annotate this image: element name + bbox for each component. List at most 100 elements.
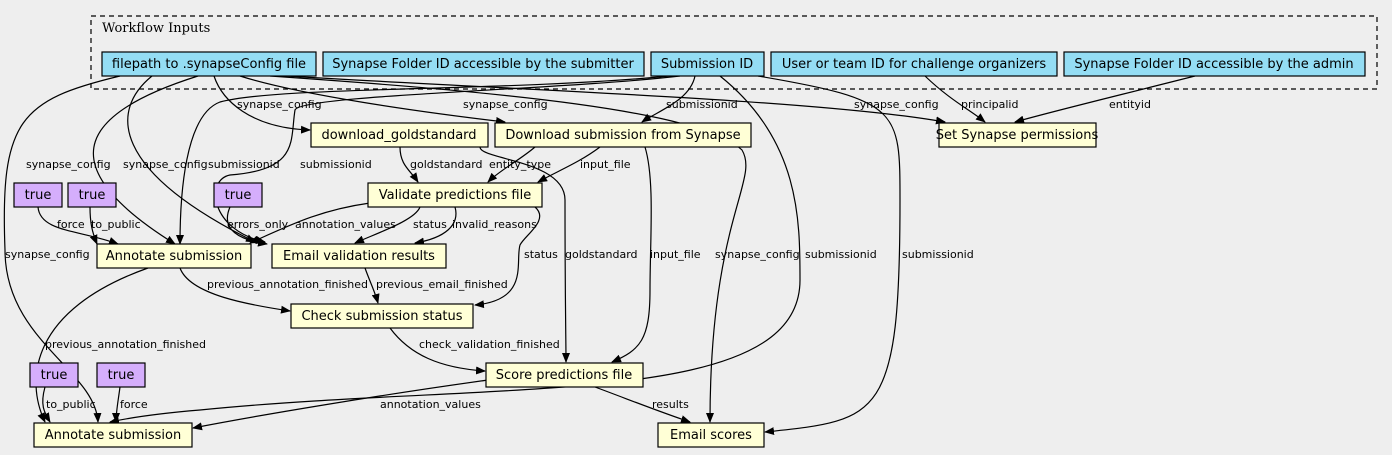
edge-subid-annotate-main [109, 75, 801, 425]
input-admin-folder-id[interactable]: Synapse Folder ID accessible by the admi… [1063, 51, 1366, 77]
step-set-permissions[interactable]: Set Synapse permissions [936, 122, 1099, 148]
edge-label: synapse_config [463, 98, 548, 111]
svg-text:Email scores: Email scores [670, 428, 752, 443]
default-to-public-1[interactable]: true [67, 182, 117, 208]
input-submitter-folder-id[interactable]: Synapse Folder ID accessible by the subm… [322, 51, 645, 77]
edge-topublic-annotate-main [41, 386, 51, 423]
svg-text:true: true [41, 368, 68, 383]
edge-goldstandard-validate [399, 146, 419, 183]
svg-text:Download submission from Synap: Download submission from Synapse [505, 128, 740, 143]
edge-download-score [611, 146, 652, 363]
svg-text:true: true [25, 188, 52, 203]
edge-label: principalid [961, 98, 1018, 111]
step-annotate-validation[interactable]: Annotate submission [96, 243, 252, 269]
edge-label: submissionid [208, 158, 280, 171]
edge-annotate-validation-check [179, 267, 291, 314]
svg-text:true: true [79, 188, 106, 203]
edge-label: errors_only [227, 218, 289, 231]
edge-label: to_public [91, 218, 141, 231]
input-organizers-id[interactable]: User or team ID for challenge organizers [770, 51, 1058, 77]
edge-score-annotate-main [192, 379, 489, 431]
svg-text:Set Synapse permissions: Set Synapse permissions [936, 128, 1099, 143]
edge-validate-annotate-validation [249, 202, 371, 244]
step-email-scores[interactable]: Email scores [657, 422, 765, 448]
svg-text:Email validation results: Email validation results [283, 249, 435, 264]
edge-label: synapse_config [123, 158, 208, 171]
edge-label: input_file [580, 158, 631, 171]
workflow-inputs-cluster: Workflow Inputs [90, 15, 1378, 90]
edge-label: force [120, 398, 148, 411]
edge-validate-email-reasons [414, 206, 457, 246]
default-to-public-2[interactable]: true [29, 362, 79, 388]
edge-topublic-annotate-validation [89, 206, 98, 245]
edge-label: input_file [650, 248, 701, 261]
edge-label: invalid_reasons [452, 218, 537, 231]
svg-text:Submission ID: Submission ID [661, 57, 753, 72]
edge-labels: synapse_config synapse_config submission… [5, 98, 1151, 411]
svg-text:Score predictions file: Score predictions file [496, 368, 632, 383]
edge-subid-email-scores [757, 75, 901, 436]
edge-goldstandard-score [479, 146, 570, 363]
edge-validate-email-status [354, 206, 421, 244]
edge-admin-permissions [1014, 75, 1196, 124]
edges [3, 75, 1196, 436]
svg-text:Annotate submission: Annotate submission [106, 249, 243, 264]
svg-text:Validate predictions file: Validate predictions file [379, 188, 531, 203]
edge-label: entityid [1109, 98, 1151, 111]
svg-text:Synapse Folder ID accessible b: Synapse Folder ID accessible by the subm… [332, 57, 634, 72]
default-errors-only[interactable]: true [213, 182, 263, 208]
edge-label: annotation_values [380, 398, 481, 411]
svg-text:download_goldstandard: download_goldstandard [321, 128, 476, 143]
edge-label: check_validation_finished [419, 338, 560, 351]
edge-label: goldstandard [565, 248, 638, 261]
default-force-2[interactable]: true [96, 362, 146, 388]
edge-label: synapse_config [715, 248, 800, 261]
edge-label: to_public [46, 398, 96, 411]
edge-label: status [524, 248, 558, 261]
edge-label: synapse_config [237, 98, 322, 111]
edge-subid-annotate-validation [176, 75, 671, 245]
step-email-validation[interactable]: Email validation results [271, 243, 447, 269]
edge-label: synapse_config [26, 158, 111, 171]
edge-label: status [413, 218, 447, 231]
step-score-predictions[interactable]: Score predictions file [485, 362, 644, 388]
edge-config-goldstandard [213, 75, 311, 134]
step-validate-predictions[interactable]: Validate predictions file [367, 182, 543, 208]
edge-config-annotate-validation [92, 75, 199, 245]
svg-text:true: true [225, 188, 252, 203]
edge-force-annotate-main [112, 386, 121, 423]
edge-validate-check-status [474, 206, 541, 309]
step-check-status[interactable]: Check submission status [290, 303, 474, 329]
edge-label: goldstandard [410, 158, 483, 171]
step-download-goldstandard[interactable]: download_goldstandard [310, 122, 489, 148]
edge-label: submissionid [300, 158, 372, 171]
edge-label: submissionid [902, 248, 974, 261]
step-download-submission[interactable]: Download submission from Synapse [494, 122, 752, 148]
edge-download-validate-entity [487, 146, 536, 183]
edge-label: submissionid [666, 98, 738, 111]
edge-config-download [239, 75, 506, 125]
edge-label: submissionid [805, 248, 877, 261]
default-force-1[interactable]: true [13, 182, 63, 208]
edge-label: synapse_config [5, 248, 90, 261]
edge-label: results [652, 398, 689, 411]
input-submission-id[interactable]: Submission ID [650, 51, 765, 77]
edge-label: annotation_values [295, 218, 396, 231]
svg-text:Check submission status: Check submission status [301, 309, 462, 324]
svg-text:filepath to .synapseConfig fil: filepath to .synapseConfig file [112, 57, 306, 72]
edge-label: previous_annotation_finished [45, 338, 206, 351]
edge-annotate-validation-annotate-main [35, 267, 149, 423]
edge-label: previous_annotation_finished [207, 278, 368, 291]
edge-download-validate-input [537, 146, 601, 183]
step-annotate-main[interactable]: Annotate submission [33, 422, 193, 448]
edge-label: entity_type [489, 158, 551, 171]
input-synapse-config[interactable]: filepath to .synapseConfig file [101, 51, 317, 77]
edge-subid-download [641, 75, 696, 123]
cluster-label: Workflow Inputs [102, 21, 210, 36]
edge-config-email-validation [127, 75, 256, 243]
edge-check-score [389, 327, 486, 375]
edge-label: previous_email_finished [376, 278, 508, 291]
svg-text:Synapse Folder ID accessible b: Synapse Folder ID accessible by the admi… [1074, 57, 1353, 72]
